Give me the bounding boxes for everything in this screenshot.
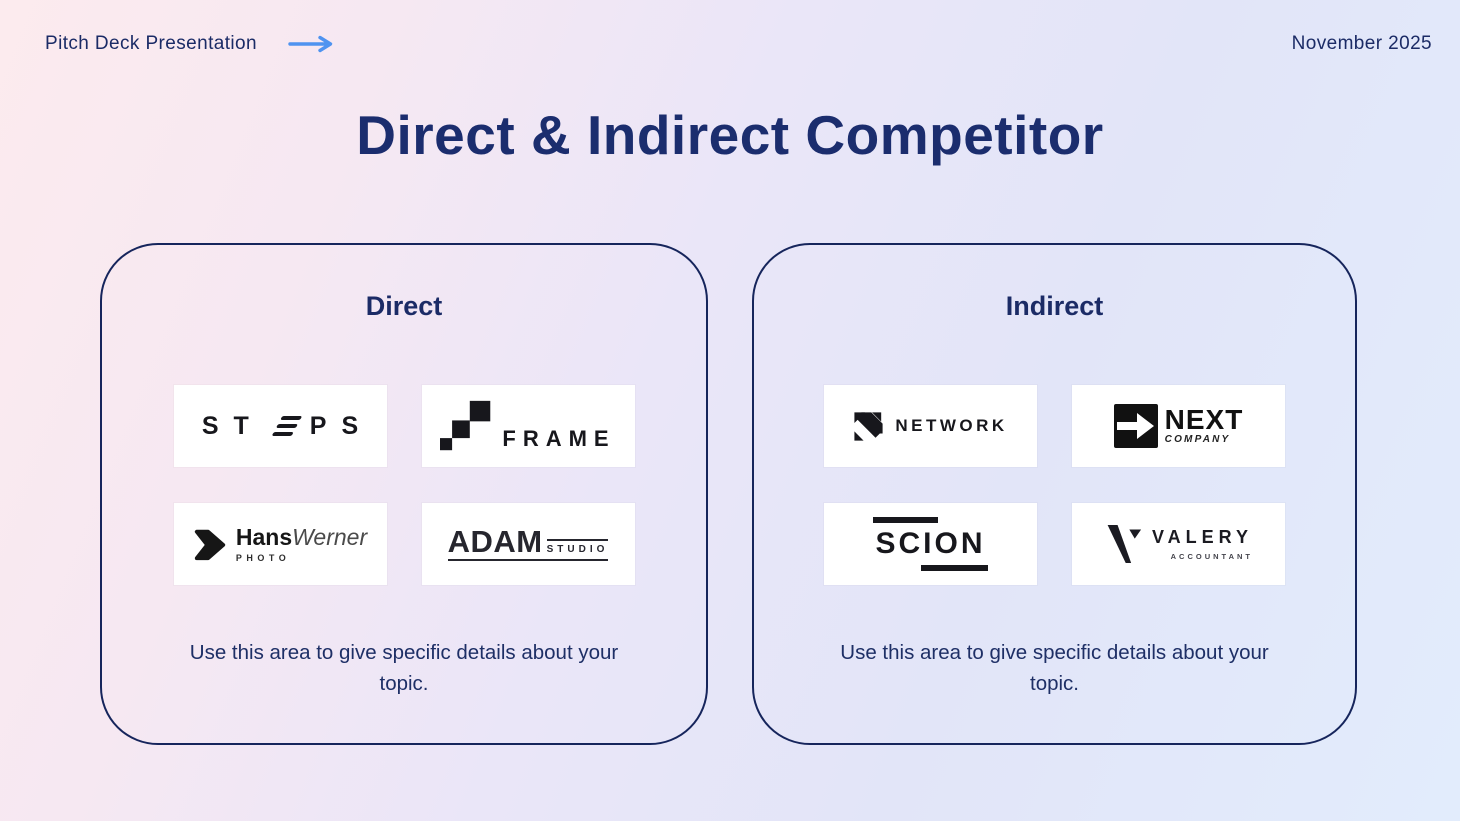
next-arrow-square-icon (1113, 404, 1158, 448)
next-company-logo-card: NEXT COMPANY (1072, 385, 1285, 467)
adam-studio-logo-card: ADAM STUDIO (421, 503, 635, 585)
header-left: Pitch Deck Presentation (45, 33, 335, 55)
date-label: November 2025 (1291, 33, 1432, 54)
scion-logo-text: SCION (875, 527, 986, 560)
valery-logo-card: VALERY ACCOUNTANT (1072, 503, 1285, 585)
adam-studio-logo: ADAM STUDIO (447, 523, 609, 561)
right-arrow-icon (287, 35, 335, 53)
steps-stylized-e-icon (271, 416, 303, 436)
brand-label: Pitch Deck Presentation (45, 33, 257, 54)
valery-logo-text: VALERY (1151, 527, 1253, 547)
scion-top-bar (873, 517, 939, 523)
steps-logo: ST PS (202, 412, 358, 441)
direct-box-caption: Use this area to give specific details a… (189, 641, 619, 695)
indirect-box-caption: Use this area to give specific details a… (840, 641, 1269, 695)
valery-v-icon (1104, 523, 1142, 565)
adam-logo-subtext: STUDIO (546, 538, 609, 555)
hanswerner-logo: HansWerner PHOTO (193, 525, 367, 563)
network-logo-text: NETWORK (895, 416, 1008, 435)
hanswerner-logo-card: HansWerner PHOTO (173, 503, 387, 585)
network-logo: NETWORK (853, 411, 1007, 442)
network-n-icon (853, 411, 884, 442)
indirect-competitors-box: Indirect NETWORK (752, 243, 1357, 745)
frame-logo-text: FRAME (502, 426, 616, 451)
frame-squares-icon (440, 400, 494, 452)
next-logo-text: NEXT (1164, 404, 1244, 435)
indirect-logo-grid: NETWORK NEXT COMPANY SCION (754, 385, 1355, 585)
valery-logo-subtext: ACCOUNTANT (1170, 552, 1253, 561)
indirect-box-title: Indirect (1005, 291, 1104, 321)
steps-logo-card: ST PS (173, 385, 387, 467)
next-logo-subtext: COMPANY (1164, 434, 1231, 445)
valery-logo: VALERY ACCOUNTANT (1104, 523, 1253, 565)
hanswerner-logo-text-bold: Hans (235, 524, 293, 550)
frame-logo-card: FRAME (421, 385, 635, 467)
scion-logo: SCION (873, 517, 988, 571)
page-title: Direct & Indirect Competitor (356, 104, 1104, 166)
hanswerner-logo-text-italic: Werner (292, 524, 368, 550)
hanswerner-logo-subtext: PHOTO (235, 553, 291, 563)
steps-logo-text-right: PS (309, 411, 374, 440)
direct-logo-grid: ST PS FRAME (102, 385, 706, 585)
frame-logo: FRAME (440, 400, 615, 452)
network-logo-card: NETWORK (824, 385, 1037, 467)
scion-logo-card: SCION (824, 503, 1037, 585)
scion-bottom-bar (921, 565, 988, 571)
next-company-logo: NEXT COMPANY (1113, 404, 1244, 448)
direct-box-title: Direct (365, 291, 443, 321)
steps-logo-text-left: ST (201, 411, 264, 440)
adam-logo-text: ADAM (447, 523, 543, 559)
hanswerner-chevron-icon (193, 526, 227, 562)
direct-competitors-box: Direct ST PS FRAME (100, 243, 708, 745)
